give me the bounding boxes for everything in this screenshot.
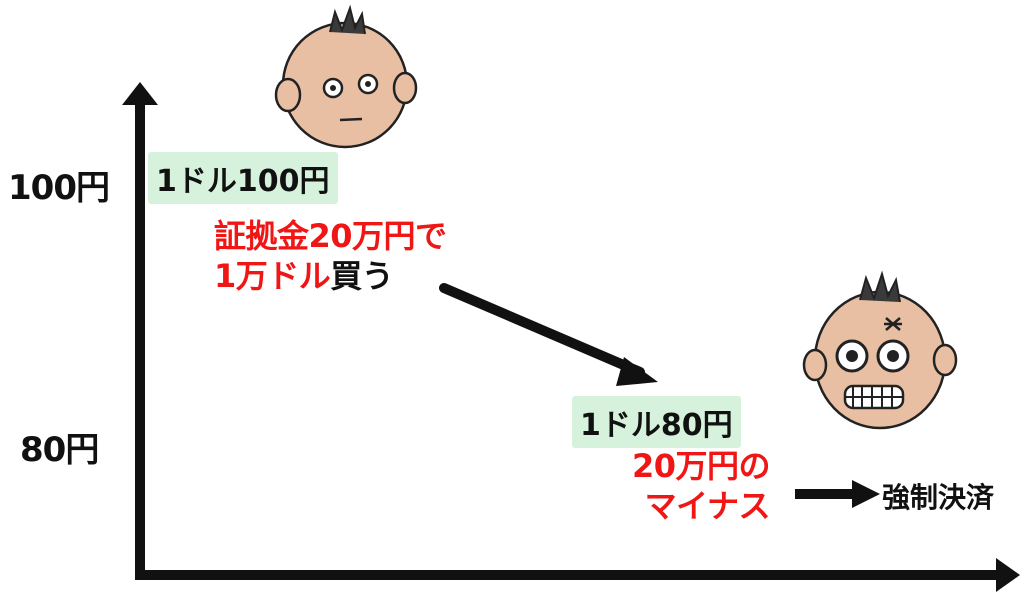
purchase-verb: 買う <box>330 257 394 295</box>
decline-arrow <box>439 283 658 386</box>
purchase-amount: 1万ドル <box>214 257 331 295</box>
purchase-line-2: 1万ドル買う <box>214 256 447 296</box>
result-arrow <box>795 480 880 508</box>
rate-end-label: 1ドル80円 <box>572 396 741 448</box>
forced-liquidation-label: 強制決済 <box>882 481 995 514</box>
x-axis <box>135 558 1020 592</box>
angry-face-icon <box>802 270 958 430</box>
calm-face-icon <box>274 4 418 149</box>
loss-line-2: マイナス <box>644 487 771 525</box>
loss-line-1: 20万円の <box>632 447 771 485</box>
purchase-text: 証拠金20万円で 1万ドル買う <box>214 216 447 296</box>
rate-start-label: 1ドル100円 <box>148 152 338 204</box>
y-axis-label-100: 100円 <box>8 168 110 208</box>
purchase-line-1: 証拠金20万円で <box>214 217 447 255</box>
loss-text: 20万円の マイナス <box>632 446 771 526</box>
y-axis-label-80: 80円 <box>20 430 99 470</box>
y-axis <box>122 82 158 575</box>
